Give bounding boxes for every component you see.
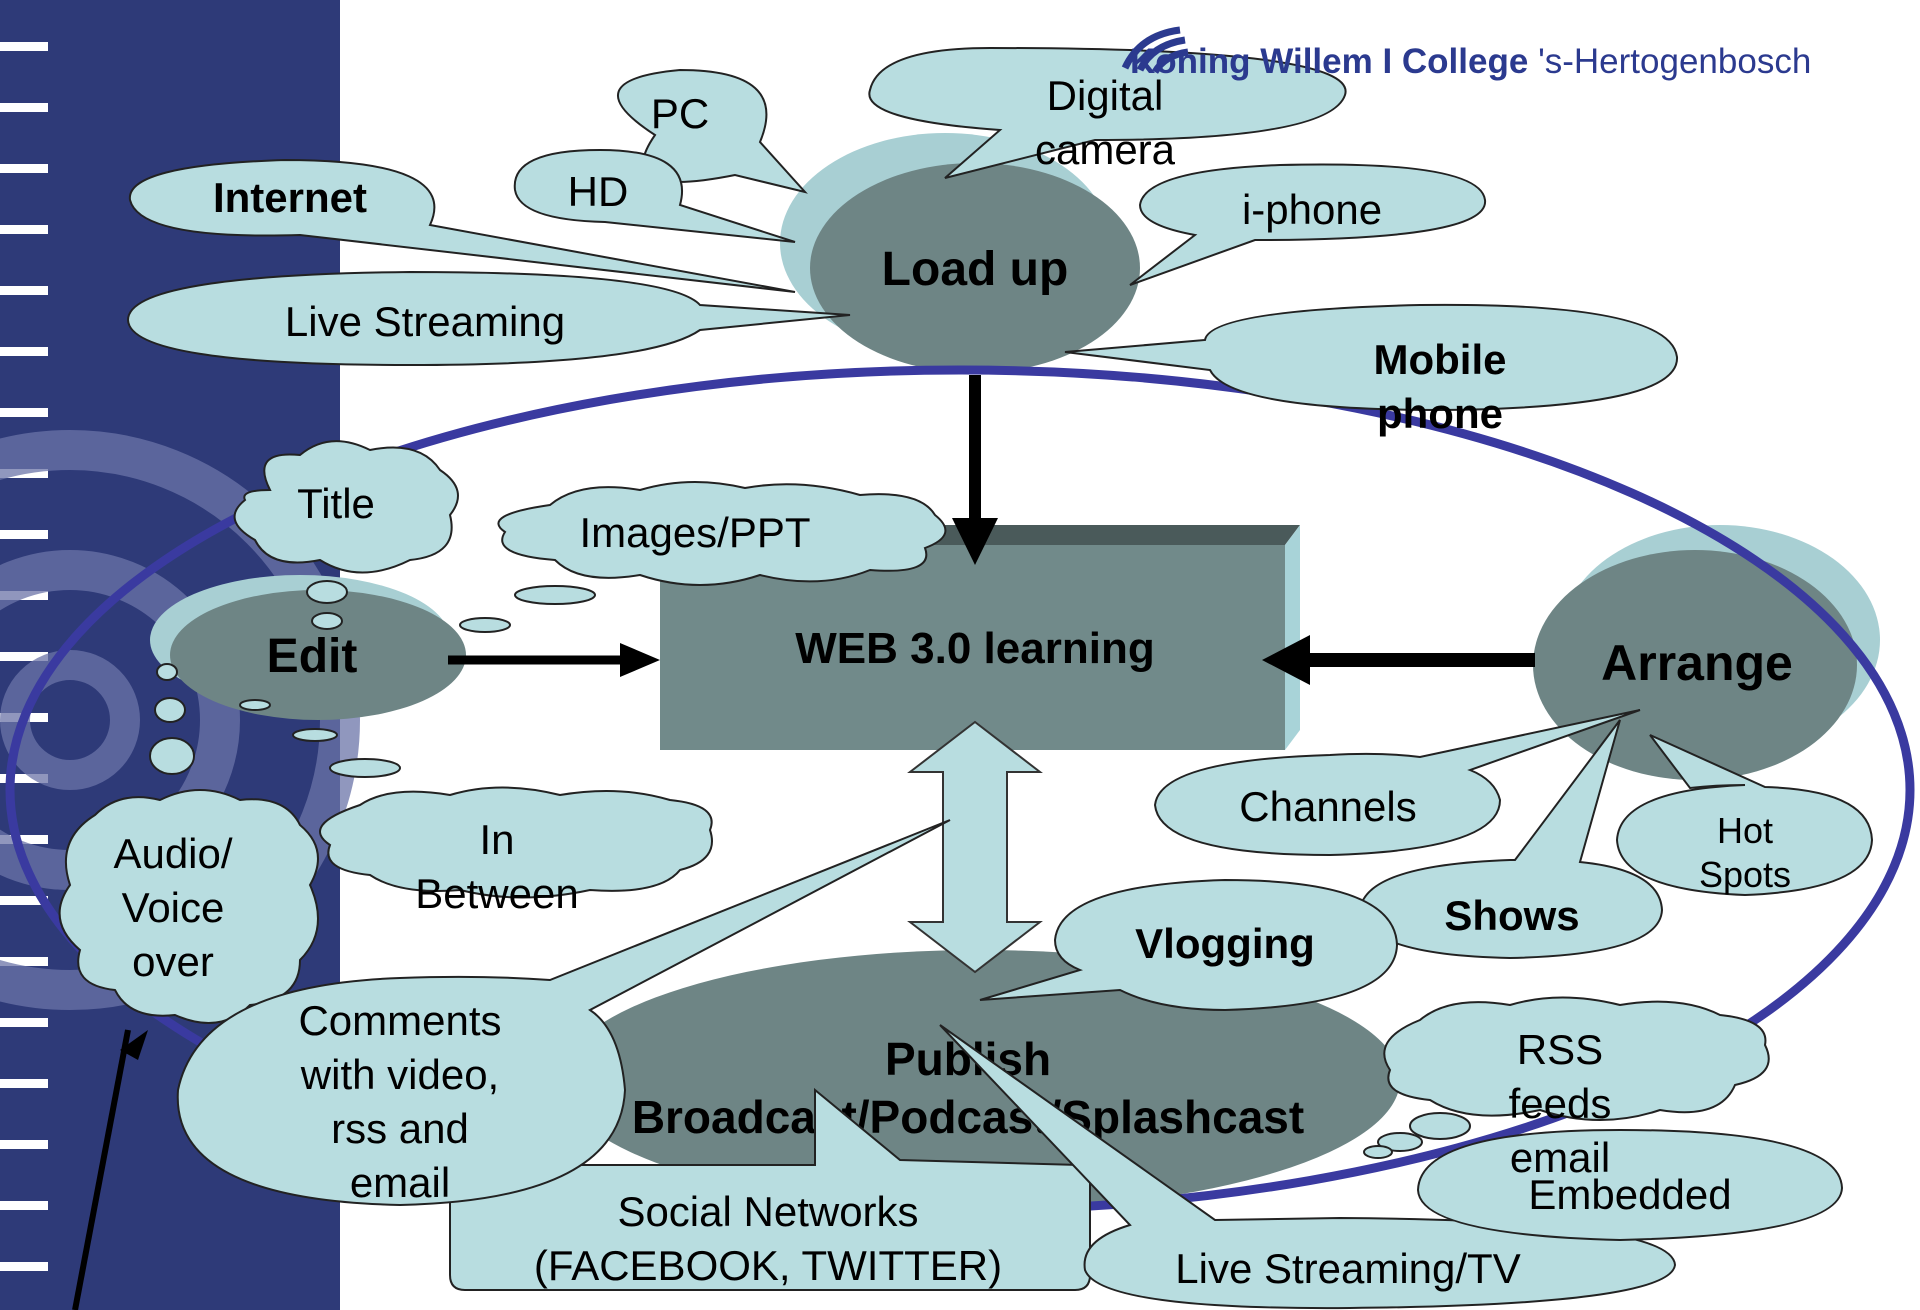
i-phone-bubble: i-phone [1129, 163, 1487, 286]
rss-cloud: RSS feeds email [1363, 996, 1770, 1181]
svg-text:Digital: Digital [1047, 72, 1164, 119]
svg-text:camera: camera [1035, 126, 1176, 173]
svg-text:Between: Between [415, 870, 578, 917]
edit-label: Edit [267, 630, 358, 683]
in-between-cloud: In Between [239, 699, 713, 917]
social-networks-box: Social Networks (FACEBOOK, TWITTER) [449, 1087, 1091, 1291]
load-up-sources: PC Digital camera HD Internet i-phone Li… [126, 46, 1679, 437]
images-ppt-cloud: Images/PPT [459, 480, 947, 633]
publish-items: Social Networks (FACEBOOK, TWITTER) Live… [176, 819, 1844, 1310]
svg-text:Live Streaming: Live Streaming [285, 298, 565, 345]
svg-text:Mobile: Mobile [1374, 336, 1507, 383]
comments-bubble: Comments with video, rss and email [176, 819, 951, 1207]
svg-text:feeds: feeds [1509, 1080, 1612, 1127]
svg-text:Vlogging: Vlogging [1135, 920, 1315, 967]
svg-text:RSS: RSS [1517, 1026, 1603, 1073]
live-streaming-tv-bubble: Live Streaming/TV [939, 1024, 1677, 1310]
svg-text:over: over [132, 938, 214, 985]
svg-text:Shows: Shows [1444, 892, 1579, 939]
college-name: Koning Willem I College [1130, 42, 1529, 81]
svg-text:Embedded: Embedded [1528, 1171, 1731, 1218]
svg-text:Internet: Internet [213, 174, 367, 221]
arrow-web-publish-bidirectional [907, 720, 1043, 974]
hot-spots-bubble: Hot Spots [1615, 734, 1874, 897]
svg-text:with video,: with video, [300, 1051, 499, 1098]
svg-text:Comments: Comments [298, 997, 501, 1044]
svg-text:Voice: Voice [122, 884, 225, 931]
arrow-head-arrange [1262, 635, 1310, 685]
vlogging-bubble: Vlogging [979, 878, 1399, 1012]
svg-text:Images/PPT: Images/PPT [579, 509, 810, 556]
college-city: 's-Hertogenbosch [1538, 42, 1812, 81]
digital-camera-bubble: Digital camera [868, 46, 1347, 179]
edit-node: Edit [150, 575, 466, 720]
svg-text:Live Streaming/TV: Live Streaming/TV [1175, 1245, 1520, 1292]
svg-text:Hot: Hot [1717, 810, 1773, 851]
college-logo-icon [1121, 26, 1189, 74]
arrow-sidebar-pointer [72, 1029, 131, 1310]
publish-node: Publish Broadcast/Podcast/Splashcast [560, 950, 1400, 1210]
audio-voice-cloud: Audio/ Voice over [58, 663, 319, 1024]
svg-text:HD: HD [568, 168, 629, 215]
svg-text:Social Networks: Social Networks [617, 1188, 918, 1235]
internet-bubble: Internet [128, 158, 796, 293]
edit-items: Title Images/PPT In Between Audio/ Voice… [58, 440, 947, 1024]
svg-text:email: email [350, 1159, 450, 1206]
arrange-items: Channels Shows Hot Spots [1153, 709, 1874, 960]
embedded-bubble: Embedded [1416, 1128, 1844, 1242]
channels-bubble: Channels [1153, 709, 1641, 857]
svg-text:Channels: Channels [1239, 783, 1416, 830]
svg-text:(FACEBOOK, TWITTER): (FACEBOOK, TWITTER) [534, 1242, 1002, 1289]
svg-text:PC: PC [651, 90, 709, 137]
svg-text:email: email [1510, 1134, 1610, 1181]
publish-label-1: Publish [885, 1033, 1051, 1085]
load-up-label: Load up [882, 243, 1069, 296]
svg-text:Title: Title [297, 480, 375, 527]
mobile-phone-bubble: Mobile phone [1064, 303, 1679, 437]
arrow-head-loadup [952, 518, 998, 565]
svg-text:Audio/: Audio/ [113, 830, 232, 877]
svg-text:phone: phone [1377, 390, 1503, 437]
svg-text:i-phone: i-phone [1242, 186, 1382, 233]
hd-bubble: HD [513, 148, 796, 243]
college-header: Koning Willem I College 's-Hertogenbosch [1130, 38, 1811, 86]
title-cloud: Title [233, 440, 459, 630]
svg-text:rss and: rss and [331, 1105, 469, 1152]
svg-text:Spots: Spots [1699, 854, 1791, 895]
web-learning-label: WEB 3.0 learning [795, 624, 1154, 673]
arrow-head-edit [620, 643, 660, 677]
load-up-node: Load up [780, 133, 1140, 373]
live-streaming-bubble: Live Streaming [126, 270, 851, 367]
arrange-label: Arrange [1601, 635, 1793, 691]
shows-bubble: Shows [1358, 719, 1664, 960]
arrange-node: Arrange [1533, 525, 1880, 780]
svg-text:In: In [479, 816, 514, 863]
publish-label-2: Broadcast/Podcast/Splashcast [632, 1091, 1304, 1143]
arrows [72, 375, 1535, 1310]
